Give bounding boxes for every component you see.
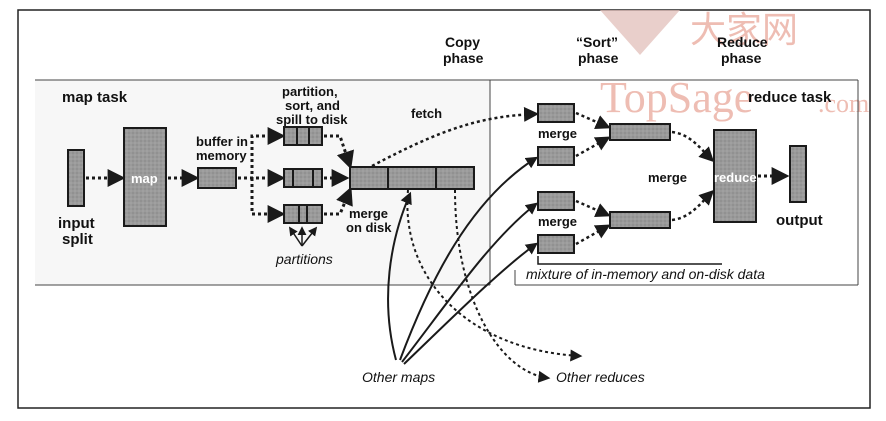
mixture-label: mixture of in-memory and on-disk data — [526, 266, 765, 282]
reduce-input-3 — [537, 191, 575, 211]
arrow-to-other-reduces-2 — [454, 189, 551, 383]
sort-phase-line2: phase — [578, 50, 619, 66]
spill-file-3 — [283, 204, 323, 224]
map-block — [123, 127, 167, 227]
merge-mid-label: merge — [648, 170, 687, 185]
reduce-label: reduce — [714, 170, 757, 185]
input-split-label-1: input — [58, 215, 95, 232]
arrow-input2-to-inter1 — [575, 136, 611, 158]
buffer-label-2: memory — [196, 148, 247, 163]
reduce-phase-line2: phase — [721, 50, 762, 66]
input-split-block — [67, 149, 85, 207]
intermediate-file-1 — [609, 123, 671, 141]
merge-on-disk-label-2: on disk — [346, 220, 392, 235]
partitions-label: partitions — [275, 251, 333, 267]
reduce-block — [713, 129, 757, 223]
partition-label-1: partition, — [282, 84, 338, 99]
buffer-label-1: buffer in — [196, 134, 248, 149]
partition-label-2: sort, and — [285, 98, 340, 113]
arrow-spill1-to-merge — [324, 134, 354, 170]
partitions-arrow-1 — [289, 226, 303, 247]
arrow-other-map-3 — [403, 242, 538, 365]
merge-top-label: merge — [538, 126, 577, 141]
arrow-inter1-to-reduce — [671, 130, 715, 163]
merge-bottom-label: merge — [538, 214, 577, 229]
reduce-phase-line1: Reduce — [717, 34, 768, 50]
watermark-suffix: .com — [818, 89, 869, 118]
watermark-logo-shape — [600, 10, 680, 55]
reduce-input-1 — [537, 103, 575, 123]
arrow-to-other-reduces-1 — [406, 189, 583, 362]
arrow-other-map-1 — [399, 156, 539, 361]
map-label: map — [131, 171, 158, 186]
merged-map-output — [349, 166, 475, 190]
mixture-bracket — [537, 256, 722, 265]
sort-phase-line1: “Sort” — [576, 34, 618, 50]
watermark-chinese: 大家网 — [690, 10, 798, 50]
copy-phase-line1: Copy — [445, 34, 480, 50]
arrow-other-map-2 — [401, 202, 538, 363]
intermediate-file-2 — [609, 211, 671, 229]
reduce-input-2 — [537, 146, 575, 166]
reduce-task-heading: reduce task — [748, 89, 832, 106]
other-maps-label: Other maps — [362, 369, 435, 385]
map-task-heading: map task — [62, 89, 128, 106]
other-reduces-label: Other reduces — [556, 369, 645, 385]
spill-file-2 — [283, 168, 323, 188]
reduce-input-4 — [537, 234, 575, 254]
arrow-buffer-to-spill-3 — [250, 178, 286, 223]
watermark: 大家网 TopSage .com — [600, 10, 869, 122]
spill-file-1 — [283, 126, 323, 146]
arrow-input4-to-inter2 — [575, 224, 611, 246]
arrow-inter2-to-reduce — [671, 189, 715, 222]
outer-frame — [17, 9, 871, 409]
copy-phase-line2: phase — [443, 50, 484, 66]
arrow-input3-to-inter2 — [575, 199, 611, 218]
output-label: output — [776, 212, 823, 229]
arrow-other-map-4 — [387, 191, 412, 361]
input-split-label-2: split — [62, 231, 93, 248]
fetch-label: fetch — [411, 106, 442, 121]
arrow-fetch — [371, 106, 539, 168]
partition-label-3: spill to disk — [276, 112, 348, 127]
buffer-block — [197, 167, 237, 189]
partitions-arrow-3 — [301, 226, 318, 247]
watermark-text: TopSage — [600, 73, 753, 122]
merge-on-disk-label-1: merge — [349, 206, 388, 221]
output-block — [789, 145, 807, 203]
